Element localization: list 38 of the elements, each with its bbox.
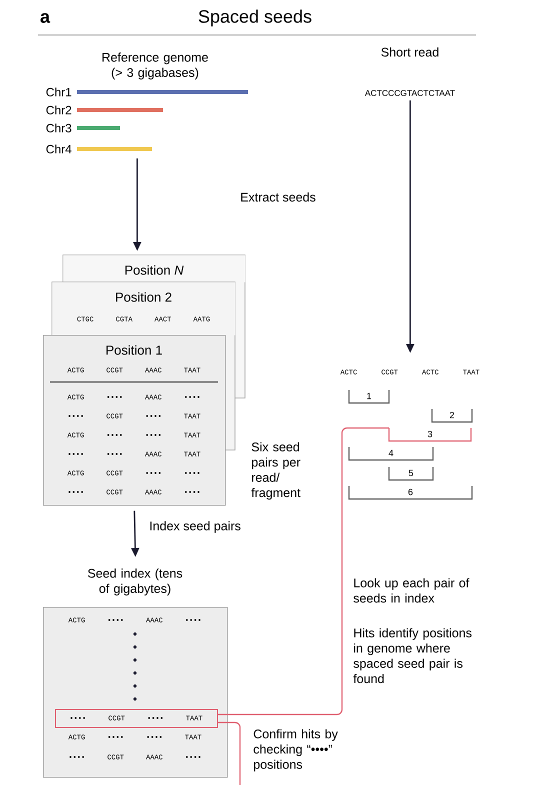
bracket-number: 2 (450, 412, 454, 418)
seed-bracket (388, 428, 472, 442)
position-card (52, 282, 236, 336)
chromosome-label: Chr1 (46, 88, 72, 96)
note-text: Six seed pairs per read/ fragment (251, 442, 300, 500)
card-title: Position N (125, 265, 184, 275)
note-text: Extract seeds (241, 192, 316, 202)
title: Spaced seeds (198, 10, 312, 26)
chromosome-label: Chr2 (46, 106, 72, 114)
bracket-number: 3 (428, 430, 432, 438)
heading: Seed index (tens of gigabytes) (88, 568, 182, 596)
seed-bracket (348, 486, 473, 500)
bracket-number: 4 (388, 450, 394, 456)
bracket-number: 6 (408, 488, 413, 496)
position-card (63, 255, 246, 282)
note-text: Hits identify positions in genome where spaced seed pair is found (353, 628, 472, 684)
bracket-number: 5 (408, 470, 414, 476)
card-title: Position 1 (106, 345, 162, 355)
seed-bracket (388, 467, 434, 481)
read-sequence: ACTCCCGTACTCTAAT (364, 90, 455, 96)
heading: Short read (381, 47, 438, 57)
seed-bracket (348, 390, 390, 404)
chromosome-label: Chr4 (46, 144, 72, 154)
seed-bracket (348, 447, 434, 461)
position-card (43, 335, 226, 506)
heading: Reference genome (> 3 gigabases) (102, 52, 208, 80)
card-title: Position 2 (116, 292, 172, 302)
edge-label: Index seed pairs (148, 520, 242, 534)
index-box (43, 568, 228, 778)
bracket-number: 1 (367, 392, 372, 400)
chromosome-label: Chr3 (46, 124, 72, 132)
seed-bracket (431, 409, 473, 423)
panel-letter: a (40, 13, 50, 23)
note-text: Look up each pair of seeds in index (354, 578, 470, 603)
note-text: Confirm hits by checking “••••” positions (254, 729, 338, 772)
connector-line (218, 427, 389, 716)
connector-line (218, 722, 241, 785)
highlighted-row (55, 709, 218, 728)
